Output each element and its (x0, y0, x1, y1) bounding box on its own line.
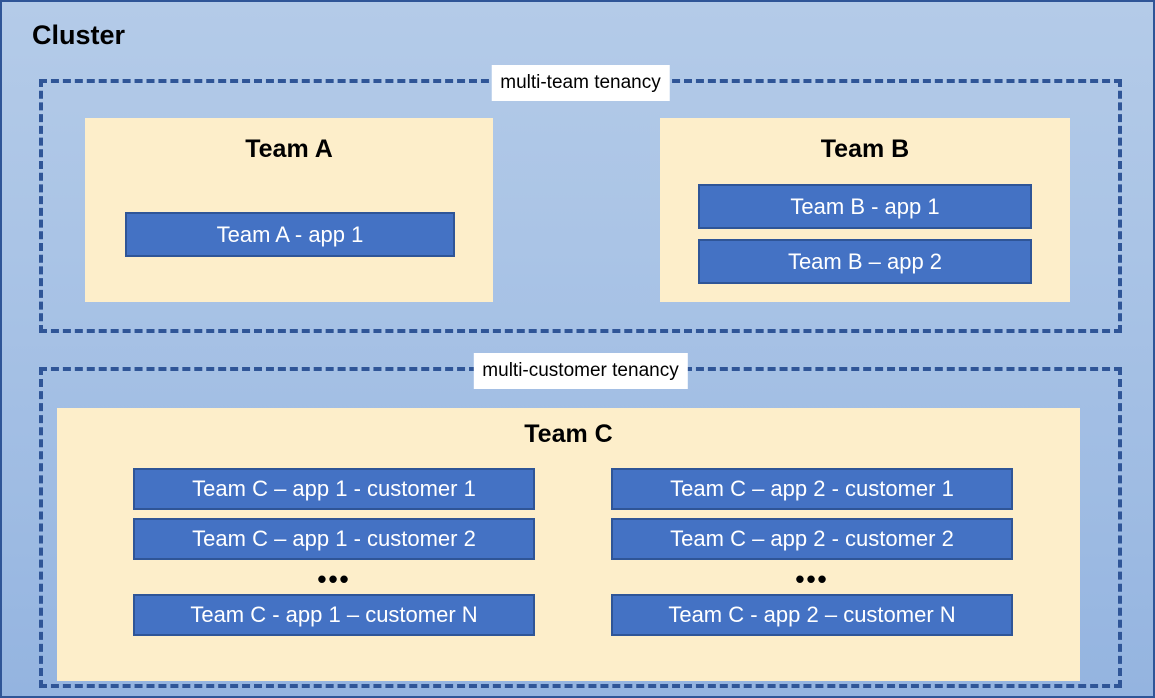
app-chip-team-c-app-1-customer-n[interactable]: Team C - app 1 – customer N (133, 594, 535, 636)
app-chip-team-c-app-1-customer-1[interactable]: Team C – app 1 - customer 1 (133, 468, 535, 510)
team-box-team-c: Team C Team C – app 1 - customer 1 Team … (57, 408, 1080, 681)
app-list-team-a: Team A - app 1 (125, 212, 455, 257)
app-chip-team-c-app-1-customer-2[interactable]: Team C – app 1 - customer 2 (133, 518, 535, 560)
app-columns-team-c: Team C – app 1 - customer 1 Team C – app… (57, 468, 1080, 636)
tenancy-group-multi-customer: multi-customer tenancy (39, 353, 1122, 688)
app-chip-team-b-app-2[interactable]: Team B – app 2 (698, 239, 1032, 284)
team-title-team-b: Team B (820, 135, 910, 163)
app-column-team-c-app-2: Team C – app 2 - customer 1 Team C – app… (611, 468, 1013, 636)
team-box-team-b: Team B Team B - app 1 Team B – app 2 (660, 118, 1070, 302)
app-chip-team-a-app-1[interactable]: Team A - app 1 (125, 212, 455, 257)
page-title: Cluster (32, 20, 126, 50)
team-box-team-a: Team A Team A - app 1 (85, 118, 493, 302)
app-column-team-c-app-1: Team C – app 1 - customer 1 Team C – app… (133, 468, 535, 636)
tenancy-group-label-multi-customer: multi-customer tenancy (473, 353, 688, 389)
app-chip-team-b-app-1[interactable]: Team B - app 1 (698, 184, 1032, 229)
ellipsis-team-c-app-2: ••• (795, 564, 829, 594)
app-chip-team-c-app-2-customer-2[interactable]: Team C – app 2 - customer 2 (611, 518, 1013, 560)
team-title-team-a: Team A (245, 135, 333, 163)
app-list-team-b: Team B - app 1 Team B – app 2 (698, 184, 1032, 284)
ellipsis-team-c-app-1: ••• (317, 564, 351, 594)
team-title-team-c: Team C (524, 420, 613, 448)
app-chip-team-c-app-2-customer-1[interactable]: Team C – app 2 - customer 1 (611, 468, 1013, 510)
tenancy-group-label-multi-team: multi-team tenancy (491, 65, 670, 101)
app-chip-team-c-app-2-customer-n[interactable]: Team C - app 2 – customer N (611, 594, 1013, 636)
tenancy-group-multi-team: multi-team tenancy (39, 65, 1122, 333)
